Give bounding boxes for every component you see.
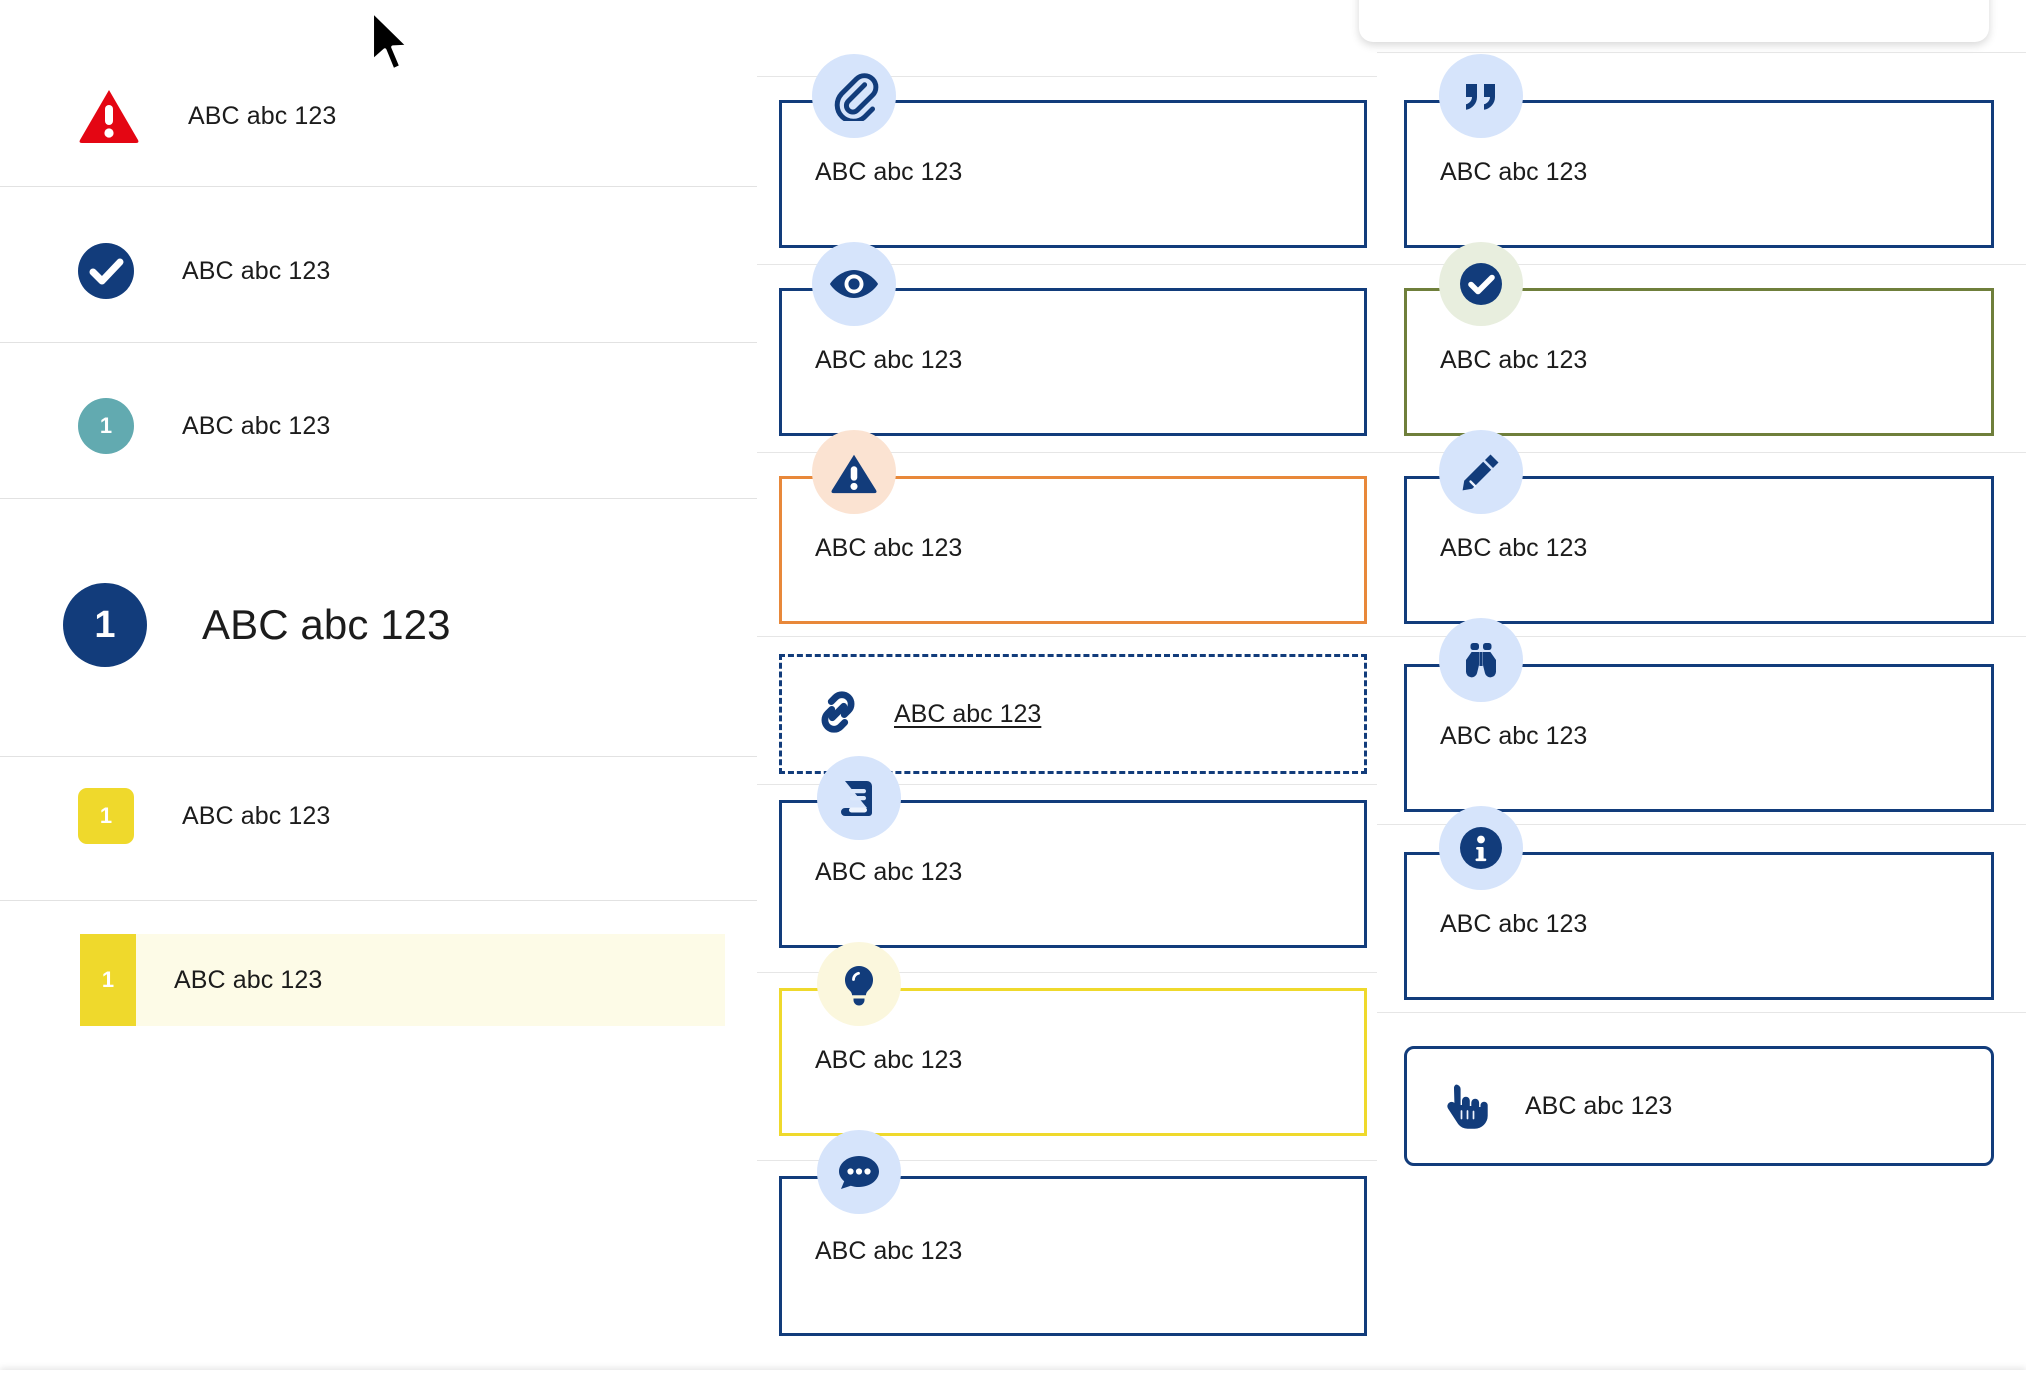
list-divider (0, 498, 757, 499)
list-item-big-number[interactable]: 1 ABC abc 123 (0, 570, 757, 680)
card-separator (757, 1160, 1377, 1161)
card-label: ABC abc 123 (815, 346, 963, 374)
check-circle-icon (1439, 242, 1523, 326)
card-label: ABC abc 123 (1440, 158, 1588, 186)
book-icon (817, 756, 901, 840)
card-separator (1377, 636, 2026, 637)
card-separator (757, 636, 1377, 637)
list-divider (0, 756, 757, 757)
badge-number: 1 (101, 967, 115, 992)
list-item-teal-number[interactable]: 1 ABC abc 123 (0, 390, 757, 462)
panel-notch (1359, 0, 1989, 42)
chain-link-icon (812, 686, 864, 743)
number-badge-round-icon: 1 (78, 398, 134, 454)
card-label: ABC abc 123 (815, 858, 963, 886)
paperclip-icon (812, 54, 896, 138)
list-item-label: ABC abc 123 (182, 256, 331, 285)
number-badge-round-icon: 1 (63, 583, 147, 667)
card-separator (757, 452, 1377, 453)
speech-bubble-icon (817, 1130, 901, 1214)
list-item-yellow-number[interactable]: 1 ABC abc 123 (0, 780, 757, 852)
list-item-yellow-active[interactable]: 1 ABC abc 123 (80, 934, 725, 1026)
triangle-alert-icon (78, 88, 140, 144)
card-separator (1377, 264, 2026, 265)
card-separator (757, 972, 1377, 973)
card-interaction-content: ABC abc 123 (1441, 1049, 1672, 1163)
eye-icon (812, 242, 896, 326)
binoculars-icon (1439, 618, 1523, 702)
card-label: ABC abc 123 (815, 1046, 963, 1074)
card-explore[interactable]: ABC abc 123 (1404, 664, 1994, 812)
triangle-alert-icon (812, 430, 896, 514)
card-interaction[interactable]: ABC abc 123 (1404, 1046, 1994, 1166)
card-label: ABC abc 123 (1525, 1091, 1673, 1120)
list-item-label: ABC abc 123 (182, 801, 331, 830)
list-item-success[interactable]: ABC abc 123 (0, 235, 757, 307)
bottom-panel-edge (0, 1370, 2026, 1392)
card-label: ABC abc 123 (1440, 346, 1588, 374)
list-item-error[interactable]: ABC abc 123 (0, 80, 757, 152)
card-separator (757, 784, 1377, 785)
card-label: ABC abc 123 (815, 158, 963, 186)
card-separator (1377, 824, 2026, 825)
quotation-marks-icon (1439, 54, 1523, 138)
card-label: ABC abc 123 (815, 1237, 963, 1265)
card-separator (757, 76, 1377, 77)
card-label: ABC abc 123 (1440, 534, 1588, 562)
card-label: ABC abc 123 (1440, 722, 1588, 750)
badge-number: 1 (99, 803, 113, 828)
list-item-label: ABC abc 123 (202, 601, 451, 648)
card-link-content: ABC abc 123 (812, 657, 1041, 771)
lightbulb-icon (817, 942, 901, 1026)
number-badge-flat-icon: 1 (80, 934, 136, 1026)
check-circle-icon (78, 243, 134, 299)
list-item-label: ABC abc 123 (174, 965, 323, 994)
card-link[interactable]: ABC abc 123 (779, 654, 1367, 774)
card-label[interactable]: ABC abc 123 (894, 699, 1042, 728)
card-separator (1377, 452, 2026, 453)
info-circle-icon (1439, 806, 1523, 890)
list-divider (0, 186, 757, 187)
card-label: ABC abc 123 (1440, 910, 1588, 938)
list-divider (0, 900, 757, 901)
card-separator (757, 264, 1377, 265)
number-badge-square-icon: 1 (78, 788, 134, 844)
list-divider (0, 342, 757, 343)
card-separator (1377, 52, 2026, 53)
list-item-label: ABC abc 123 (188, 101, 337, 130)
badge-number: 1 (99, 413, 113, 438)
hand-pointer-icon (1441, 1078, 1491, 1135)
card-label: ABC abc 123 (815, 534, 963, 562)
pencil-icon (1439, 430, 1523, 514)
list-item-label: ABC abc 123 (182, 411, 331, 440)
badge-number: 1 (94, 604, 116, 646)
left-list-panel: ABC abc 123 ABC abc 123 1 ABC abc 123 1 … (0, 0, 757, 1392)
card-separator (1377, 1012, 2026, 1013)
